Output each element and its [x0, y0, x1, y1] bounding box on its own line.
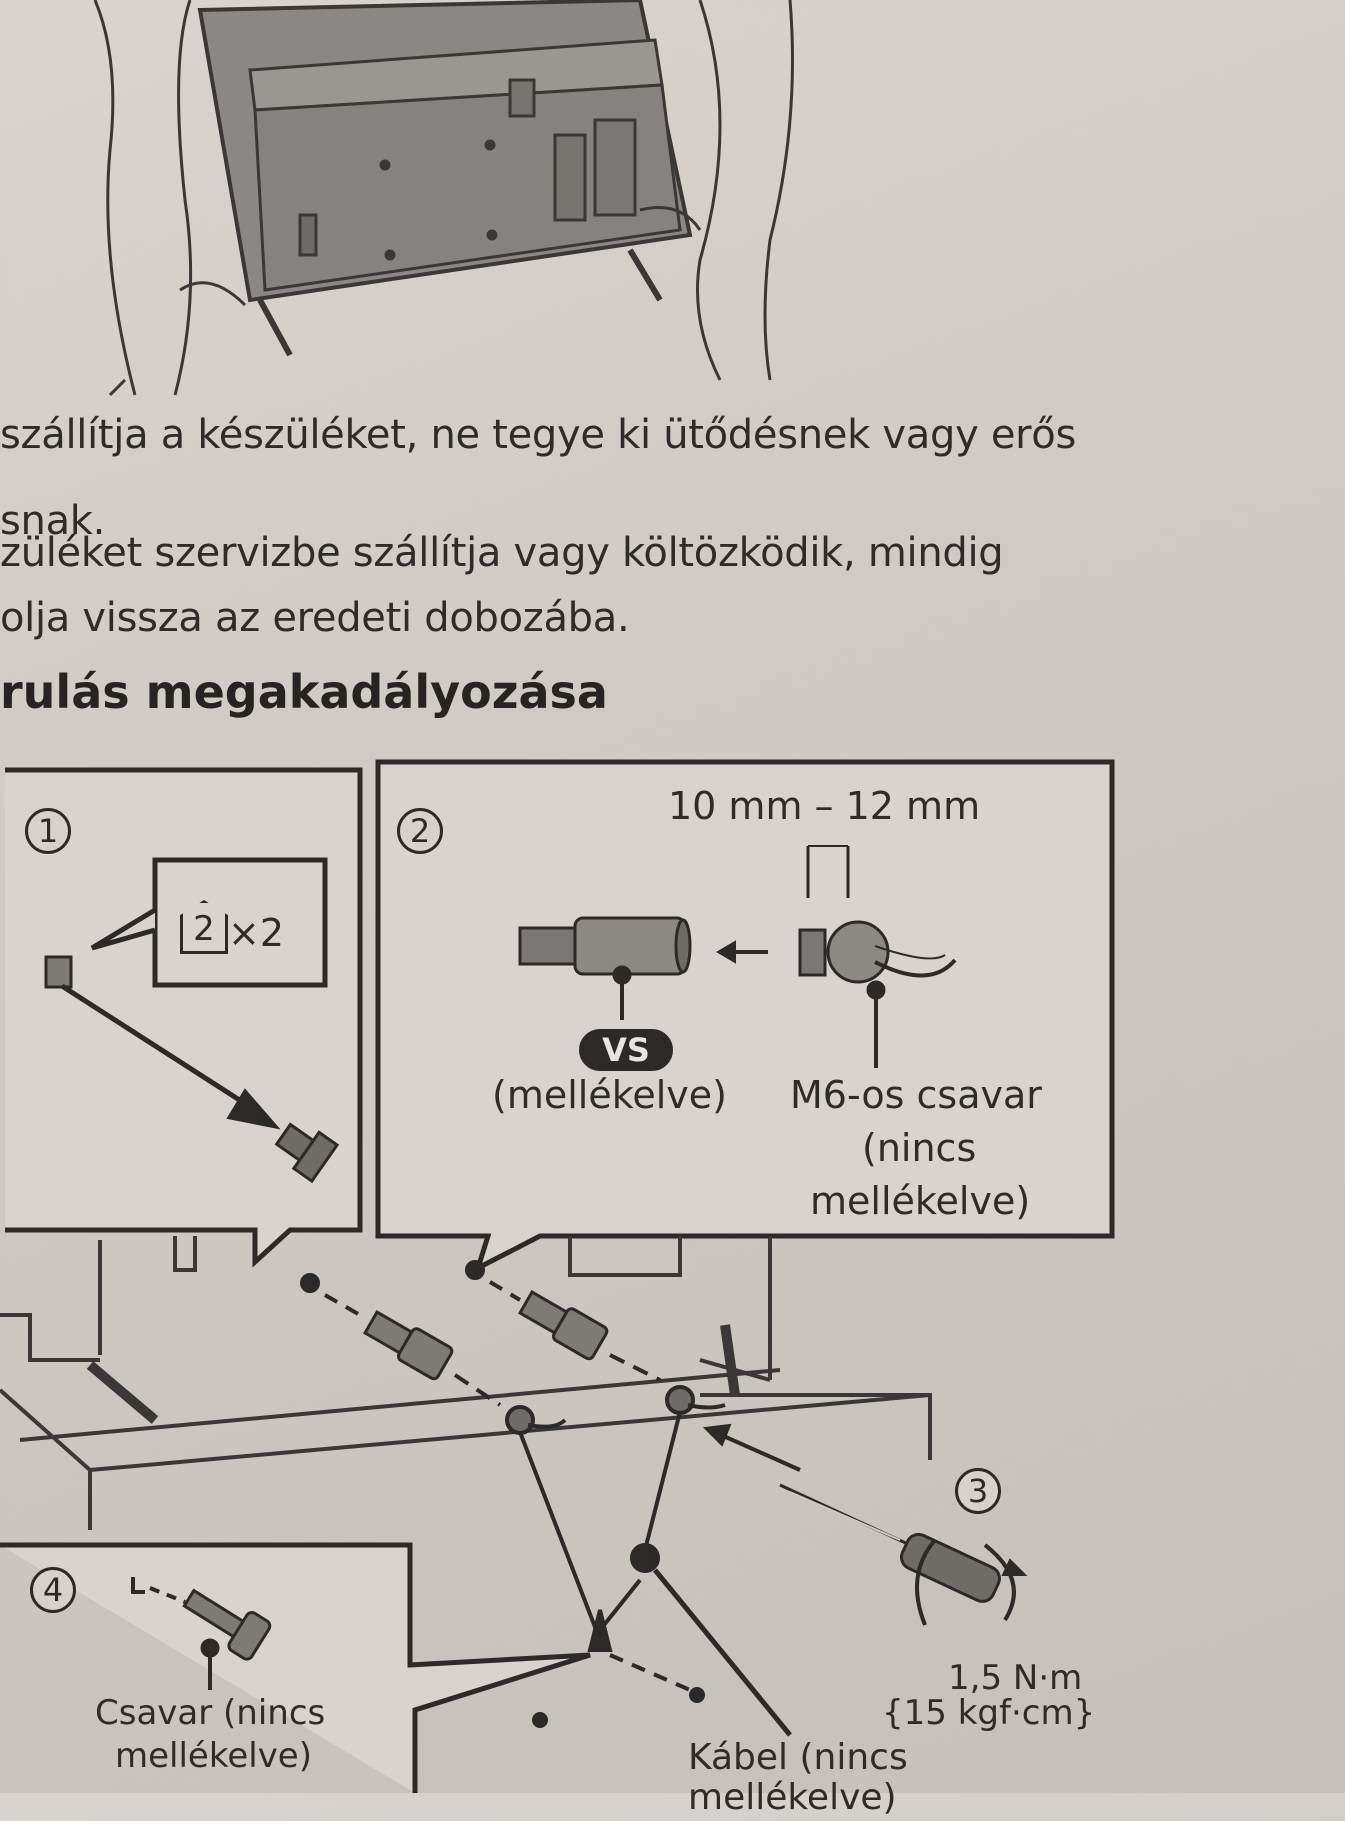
part-badge: 2: [180, 900, 228, 954]
step4-frame: [0, 1542, 591, 1793]
body-text-line: olja vissza az eredeti dobozába.: [0, 595, 630, 641]
step2-frame: [375, 759, 1115, 1273]
body-text-line: szállítja a készüléket, ne tegye ki ütőd…: [0, 412, 1077, 458]
step1-frame: [5, 767, 363, 1268]
included-label: (mellékelve): [492, 1073, 727, 1117]
body-text-line: züléket szervizbe szállítja vagy költözk…: [0, 530, 1004, 576]
torque-label: 1,5 N·m: [948, 1658, 1083, 1698]
cable-label: mellékelve): [688, 1777, 897, 1818]
m6-screw-label: mellékelve): [810, 1179, 1031, 1223]
m6-screw-label: (nincs: [862, 1126, 977, 1170]
tv-stand-scene: [0, 1236, 932, 1530]
screw-label: mellékelve): [115, 1736, 312, 1776]
cable-label: Kábel (nincs: [688, 1737, 908, 1778]
body-text-line: snak.: [0, 498, 106, 544]
torque-label: {15 kgf·cm}: [882, 1693, 1096, 1733]
step3-number: 3: [955, 1468, 1001, 1514]
part-quantity: ×2: [228, 911, 285, 955]
section-heading: rulás megakadályozása: [0, 665, 608, 719]
vs-badge: VS: [602, 1031, 650, 1069]
screw-label: Csavar (nincs: [95, 1693, 326, 1733]
anchor-assembly: [300, 1260, 1028, 1737]
dimension-label: 10 mm – 12 mm: [668, 784, 981, 828]
m6-screw-label: M6-os csavar: [790, 1073, 1042, 1117]
step2-number: 2: [397, 808, 443, 854]
tv-carry-illustration: [93, 0, 794, 397]
step4-number: 4: [30, 1567, 76, 1613]
step1-number: 1: [25, 808, 71, 854]
